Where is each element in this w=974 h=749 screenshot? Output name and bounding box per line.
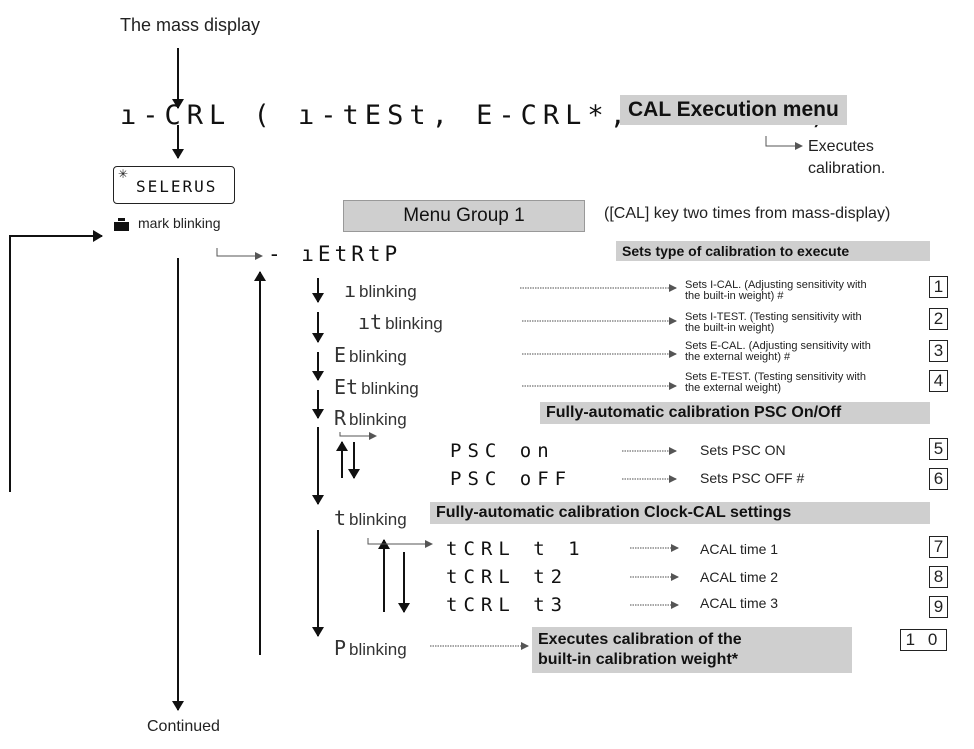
option-number-4: 4 bbox=[929, 370, 948, 392]
cal-execution-menu-label: CAL Execution menu bbox=[620, 95, 847, 125]
option-number-3: 3 bbox=[929, 340, 948, 362]
menu-entry-display: - ıEtRtP bbox=[268, 242, 402, 266]
clock-item-3-desc: ACAL time 3 bbox=[700, 595, 779, 611]
psc-on-display: PSC on bbox=[450, 440, 555, 462]
menu-group-note: ([CAL] key two times from mass-display) bbox=[604, 205, 891, 222]
mark-blinking-label: mark blinking bbox=[138, 215, 221, 231]
display-text: SELERUS bbox=[136, 177, 218, 196]
option-number-8: 8 bbox=[929, 566, 948, 588]
sets-type-label: Sets type of calibration to execute bbox=[616, 241, 930, 261]
display-panel: ✳ SELERUS bbox=[113, 166, 235, 204]
psc-on-desc: Sets PSC ON bbox=[700, 442, 786, 458]
clock-item-1-desc: ACAL time 1 bbox=[700, 541, 779, 557]
page-title: The mass display bbox=[120, 15, 261, 35]
weighing-mark-icon bbox=[114, 218, 129, 231]
option-number-6: 6 bbox=[929, 468, 948, 490]
clock-item-2-display: tCRL t2 bbox=[446, 566, 569, 588]
option-number-2: 2 bbox=[929, 308, 948, 330]
psc-title: Fully-automatic calibration PSC On/Off bbox=[540, 402, 930, 424]
menu-group-1-box: Menu Group 1 bbox=[343, 200, 585, 232]
clock-item-3-display: tCRL t3 bbox=[446, 594, 569, 616]
psc-off-desc: Sets PSC OFF # bbox=[700, 470, 805, 486]
option-number-10: 1 0 bbox=[900, 629, 947, 651]
continued-label: Continued bbox=[147, 718, 220, 735]
option-number-7: 7 bbox=[929, 536, 948, 558]
clock-item-2-desc: ACAL time 2 bbox=[700, 569, 779, 585]
blink-rays-icon: ✳ bbox=[118, 167, 129, 181]
clock-cal-title: Fully-automatic calibration Clock-CAL se… bbox=[430, 502, 930, 524]
option-number-5: 5 bbox=[929, 438, 948, 460]
clock-item-1-display: tCRL t 1 bbox=[446, 538, 586, 560]
executes-calibration-note: Executes calibration. bbox=[808, 138, 886, 177]
psc-off-display: PSC oFF bbox=[450, 468, 573, 490]
option-number-9: 9 bbox=[929, 596, 948, 618]
option-number-1: 1 bbox=[929, 276, 948, 298]
